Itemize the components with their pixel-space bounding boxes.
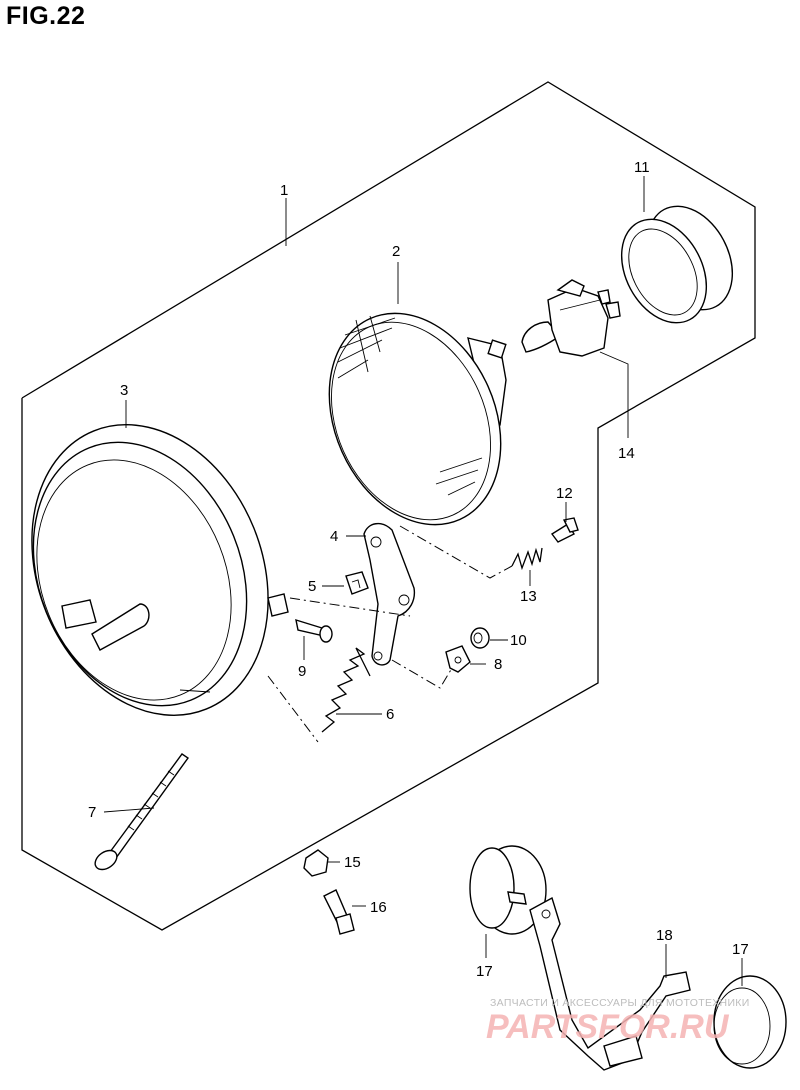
watermark-brand: PARTSFOR.RU — [486, 1008, 730, 1046]
watermark-tagline: ЗАПЧАСТИ И АКСЕССУАРЫ ДЛЯ МОТОТЕХНИКИ — [490, 997, 750, 1009]
bulb-cover-part — [620, 205, 734, 324]
callout-17-left: 17 — [476, 963, 493, 980]
headlight-bulb-part — [521, 279, 621, 357]
callout-8: 8 — [494, 656, 502, 673]
callout-18: 18 — [656, 927, 673, 944]
nut-part-8 — [445, 645, 471, 673]
nut-part-15 — [303, 849, 329, 877]
callout-15: 15 — [344, 854, 361, 871]
callout-11: 11 — [634, 159, 650, 176]
callout-6: 6 — [386, 706, 394, 723]
callout-3: 3 — [120, 382, 128, 399]
screw-part-12 — [550, 517, 579, 543]
collar-part-10 — [470, 627, 490, 649]
bracket-part-18 — [529, 896, 691, 1071]
callout-labels: 1 2 3 4 5 6 7 8 9 10 11 12 13 14 15 16 1… — [88, 159, 749, 980]
figure-title: FIG.22 — [6, 2, 86, 30]
assembly-boundary — [21, 81, 756, 931]
headlight-housing-part — [31, 424, 289, 716]
spring-part-13 — [511, 547, 543, 571]
leader-lines — [103, 176, 743, 986]
callout-4: 4 — [330, 528, 338, 545]
callout-10: 10 — [510, 632, 527, 649]
callout-14: 14 — [618, 445, 635, 462]
callout-17-right: 17 — [732, 941, 749, 958]
spring-part-6 — [321, 647, 371, 733]
bolt-part-16 — [323, 889, 355, 935]
callout-12: 12 — [556, 485, 573, 502]
callout-13: 13 — [520, 588, 537, 605]
bolt-part-7 — [94, 753, 189, 871]
nut-part-5 — [345, 571, 369, 595]
callout-1: 1 — [280, 182, 288, 199]
screw-part-9 — [295, 618, 333, 643]
grommet-part-17-left — [469, 845, 547, 935]
callout-16: 16 — [370, 899, 387, 916]
watermark: ЗАПЧАСТИ И АКСЕССУАРЫ ДЛЯ МОТОТЕХНИКИ PA… — [486, 997, 750, 1046]
callout-9: 9 — [298, 663, 306, 680]
alignment-lines — [267, 525, 513, 743]
sealed-beam-unit-part — [328, 312, 507, 526]
callout-7: 7 — [88, 804, 96, 821]
mounting-bracket-part — [363, 523, 416, 666]
grommet-part-17-right — [713, 975, 787, 1069]
callout-5: 5 — [308, 578, 316, 595]
callout-2: 2 — [392, 243, 400, 260]
